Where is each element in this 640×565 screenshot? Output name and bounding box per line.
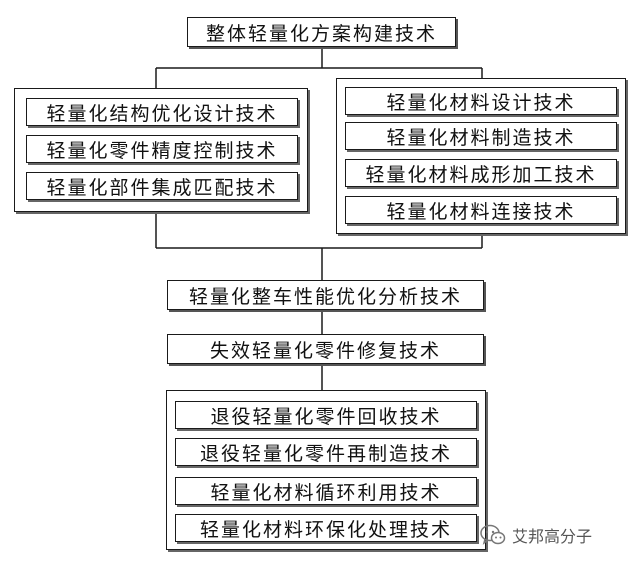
right-item-1-label: 轻量化材料设计技术 xyxy=(386,91,576,114)
right-item-3: 轻量化材料成形加工技术 xyxy=(345,159,617,187)
bottom-group: 退役轻量化零件回收技术 退役轻量化零件再制造技术 轻量化材料循环利用技术 轻量化… xyxy=(166,390,486,550)
wechat-icon xyxy=(480,524,506,546)
watermark: 艾邦高分子 xyxy=(480,520,592,550)
left-item-1-label: 轻量化结构优化设计技术 xyxy=(46,102,278,125)
left-item-2: 轻量化零件精度控制技术 xyxy=(26,135,298,163)
bottom-item-3-label: 轻量化材料循环利用技术 xyxy=(210,481,442,504)
right-item-4-label: 轻量化材料连接技术 xyxy=(386,200,576,223)
top-box: 整体轻量化方案构建技术 xyxy=(187,17,456,47)
left-item-3: 轻量化部件集成匹配技术 xyxy=(26,172,298,200)
middle-box-1: 轻量化整车性能优化分析技术 xyxy=(167,280,484,310)
bottom-item-4: 轻量化材料环保化处理技术 xyxy=(175,514,477,542)
right-item-2: 轻量化材料制造技术 xyxy=(345,122,617,150)
middle-box-2: 失效轻量化零件修复技术 xyxy=(167,334,484,364)
bottom-item-1-label: 退役轻量化零件回收技术 xyxy=(210,405,442,428)
bottom-item-3: 轻量化材料循环利用技术 xyxy=(175,477,477,505)
left-item-2-label: 轻量化零件精度控制技术 xyxy=(46,139,278,162)
bottom-item-4-label: 轻量化材料环保化处理技术 xyxy=(199,518,452,541)
right-item-2-label: 轻量化材料制造技术 xyxy=(386,126,576,149)
middle-box-1-label: 轻量化整车性能优化分析技术 xyxy=(188,285,462,308)
right-item-1: 轻量化材料设计技术 xyxy=(345,87,617,115)
left-item-1: 轻量化结构优化设计技术 xyxy=(26,98,298,126)
right-item-3-label: 轻量化材料成形加工技术 xyxy=(365,163,597,186)
right-group: 轻量化材料设计技术 轻量化材料制造技术 轻量化材料成形加工技术 轻量化材料连接技… xyxy=(336,78,626,234)
watermark-text: 艾邦高分子 xyxy=(512,527,593,546)
left-item-3-label: 轻量化部件集成匹配技术 xyxy=(46,176,278,199)
top-box-label: 整体轻量化方案构建技术 xyxy=(205,22,437,45)
bottom-item-1: 退役轻量化零件回收技术 xyxy=(175,401,477,429)
middle-box-2-label: 失效轻量化零件修复技术 xyxy=(209,339,441,362)
left-group: 轻量化结构优化设计技术 轻量化零件精度控制技术 轻量化部件集成匹配技术 xyxy=(14,88,308,212)
bottom-item-2-label: 退役轻量化零件再制造技术 xyxy=(199,442,452,465)
bottom-item-2: 退役轻量化零件再制造技术 xyxy=(175,438,477,466)
right-item-4: 轻量化材料连接技术 xyxy=(345,196,617,224)
